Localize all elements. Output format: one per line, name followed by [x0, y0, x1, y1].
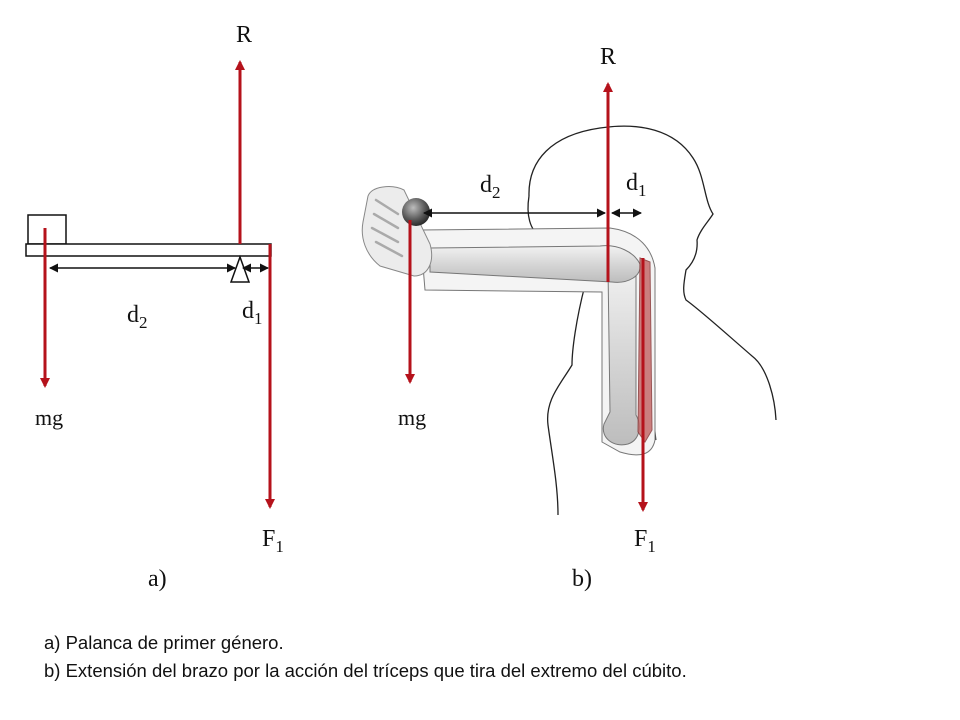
hand — [361, 186, 433, 277]
back-outline — [546, 284, 586, 516]
d1-label: d1 — [626, 170, 647, 200]
load-label: mg — [35, 405, 63, 430]
reaction-label: R — [236, 22, 252, 48]
d1-label: d1 — [242, 298, 263, 328]
effort-label: F1 — [262, 526, 284, 556]
panel-b-label: b) — [572, 566, 592, 592]
ball — [402, 198, 430, 226]
lever-bar — [25, 243, 272, 257]
load-block — [27, 214, 67, 245]
fulcrum-icon — [229, 254, 251, 283]
panel-a: R mg F1 d2 d1 a) — [25, 22, 284, 592]
panel-a-label: a) — [148, 566, 167, 592]
d2-label: d2 — [127, 302, 148, 332]
d2-label: d2 — [480, 172, 501, 202]
caption-panel-b: b) Extensión del brazo por la acción del… — [44, 660, 687, 681]
triceps-muscle — [637, 257, 653, 443]
panel-b: R mg F1 d2 d1 b) — [361, 44, 777, 592]
caption-panel-a: a) Palanca de primer género. — [44, 632, 284, 653]
reaction-label: R — [600, 44, 616, 70]
arm-outline — [419, 227, 656, 456]
effort-label: F1 — [634, 526, 656, 556]
load-label: mg — [398, 405, 426, 430]
humerus-bone — [602, 263, 640, 446]
finger-bones — [370, 198, 404, 258]
